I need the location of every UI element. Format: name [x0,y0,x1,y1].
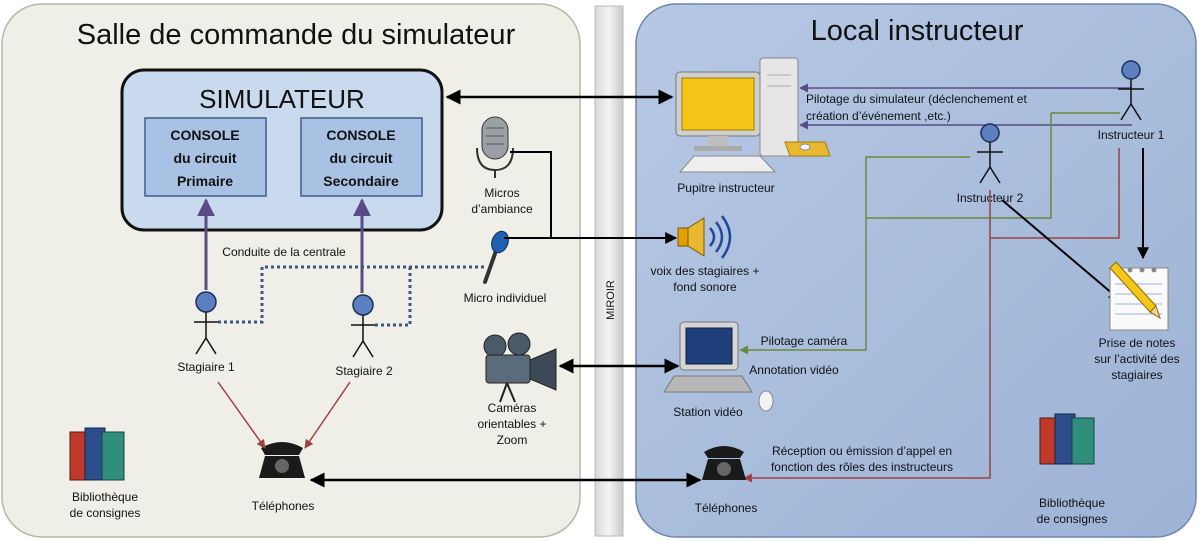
individual-mic-wire [218,265,485,327]
right-room-title: Local instructeur [811,15,1024,47]
pilotage-camera-label: Pilotage caméra [761,334,848,348]
notes-line-3: stagiaires [1111,368,1162,382]
call-text-line-2: fonction des rôles des instructeurs [771,460,953,474]
console-primary-line-3: Primaire [177,173,233,189]
trainee-1-phone-arrow [217,381,266,449]
console-secondary-line-1: CONSOLE [326,127,395,143]
individual-mic-icon [483,230,509,284]
notes-line-1: Prise de notes [1099,336,1176,350]
right-phones-label: Téléphones [695,501,758,515]
video-station-icon [663,321,774,412]
cameras-line-1: Caméras [488,401,537,415]
notepad-icon [1109,261,1169,331]
trainee-1-icon [194,291,218,355]
ambient-mics-line-2: d’ambiance [471,202,533,216]
right-phone-icon [702,446,746,480]
left-phones-label: Téléphones [252,499,315,513]
green-line-instr2 [739,156,970,355]
instructor-desk-label: Pupitre instructeur [677,181,774,195]
trainee-2-label: Stagiaire 2 [335,364,393,378]
audio-line [504,151,676,238]
console-primary-line-1: CONSOLE [170,127,239,143]
camera-icon [483,332,557,403]
instructor-2-icon [977,123,1003,184]
trainee-1-label: Stagiaire 1 [177,360,235,374]
instructor-1-label: Instructeur 1 [1098,128,1165,142]
conduite-label: Conduite de la centrale [222,245,346,259]
cameras-line-3: Zoom [497,433,528,447]
console-primary-line-2: du circuit [173,150,236,166]
console-secondary-line-2: du circuit [329,150,392,166]
red-line-instr1 [990,148,1120,239]
ambient-mics-line-1: Micros [484,186,519,200]
left-phone-icon [259,442,305,478]
left-library-line-1: Bibliothèque [72,490,138,504]
left-library-icon [69,427,125,481]
console-secondary-box [300,117,423,197]
red-line-instr2 [743,190,991,483]
right-library-line-1: Bibliothèque [1039,496,1105,510]
pilotage-sim-line-2: création d’événement ,etc.) [806,109,951,123]
notes-line-2: sur l’activité des [1094,352,1179,366]
station-video-label: Station vidéo [673,405,743,419]
left-room-title: Salle de commande du simulateur [77,19,516,51]
speaker-icon [677,215,732,259]
console-secondary-line-3: Secondaire [323,173,399,189]
right-library-icon [1039,413,1095,465]
green-line-desk [866,113,1052,219]
mirror-label: MIROIR [605,280,617,320]
annotation-video-label: Annotation vidéo [749,363,839,377]
ambient-mic-icon [476,116,514,178]
console-primary-box [144,117,267,197]
simulator-title: SIMULATEUR [199,84,365,114]
left-library-line-2: de consignes [70,506,141,520]
trainee-2-phone-arrow [304,381,351,449]
voices-line-2: fond sonore [673,280,737,294]
mirror-strip [594,5,624,537]
cameras-line-2: orientables + [477,417,546,431]
pilotage-sim-line-1: Pilotage du simulateur (déclenchement et [806,92,1027,106]
instructor-1-icon [1118,60,1144,121]
trainee-2-icon [351,294,375,358]
instructor-desk-icon [675,57,831,173]
call-text-line-1: Réception ou émission d’appel en [772,444,952,458]
instr2-notes-arrow [1001,199,1121,301]
individual-mic-label: Micro individuel [464,291,547,305]
right-library-line-2: de consignes [1037,512,1108,526]
voices-line-1: voix des stagiaires + [650,264,759,278]
